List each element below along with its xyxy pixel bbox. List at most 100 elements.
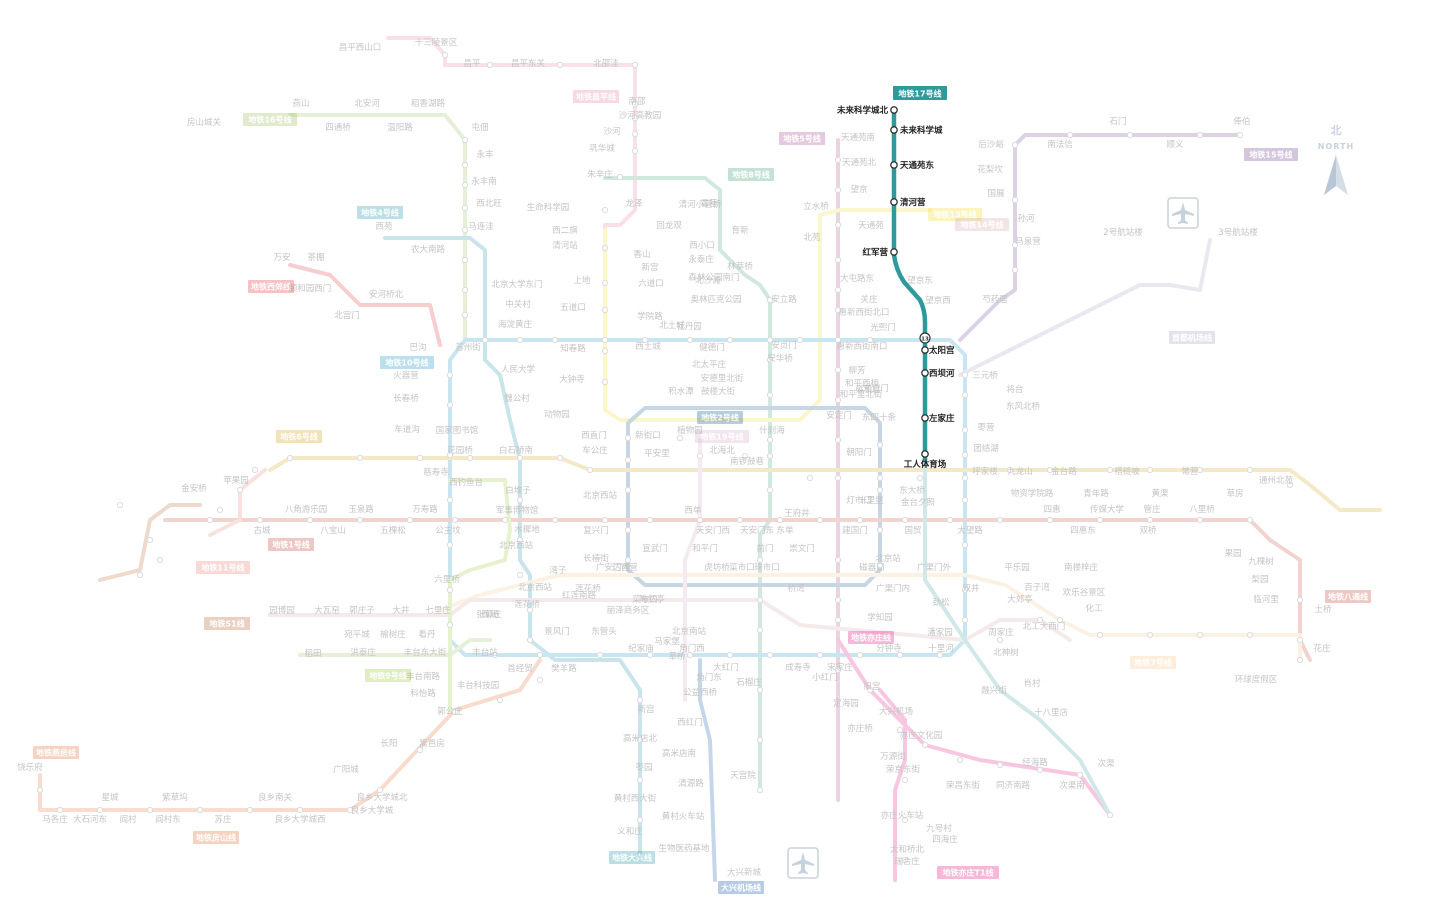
station-label: 北苑: [803, 232, 821, 243]
station-label: 六道口: [638, 278, 664, 289]
station-label: 良乡南关: [258, 792, 293, 803]
line-17-station[interactable]: 红军营: [862, 247, 898, 258]
line-14: [268, 598, 1072, 642]
station-label: 上地: [573, 275, 591, 286]
station-label: 景风门: [544, 626, 570, 637]
station-dot: [1106, 811, 1114, 819]
station-dot: [601, 244, 609, 252]
station-label: 六里桥: [434, 574, 460, 585]
station-label: 清河营: [900, 197, 926, 208]
line-15: [958, 133, 1242, 342]
station-label: 郭公庄: [437, 706, 463, 717]
line-17-station[interactable]: 工人体育场: [904, 450, 947, 470]
station-label: 立水桥: [803, 201, 829, 212]
station-dot: [501, 516, 509, 524]
station-label: 长椿街: [583, 553, 609, 564]
station-label: 大兴新城: [727, 867, 762, 878]
station-dot: [766, 452, 774, 460]
station-label: 北京南站: [672, 626, 707, 637]
highlighted-line-17[interactable]: 地铁17号线 未来科学城北未来科学城天通苑东清河营红军营太阳宫西坝河左家庄工人体…: [836, 86, 955, 470]
line-17-station[interactable]: 天通苑东: [890, 160, 935, 171]
station-label: 十里河: [928, 643, 954, 654]
station-dot: [1076, 771, 1084, 779]
station-dot[interactable]: [890, 106, 898, 114]
station-label: 稻香湖路: [411, 98, 446, 109]
station-dot: [586, 466, 594, 474]
station-label: 和平门: [692, 543, 718, 554]
station-dot: [601, 279, 609, 287]
station-dot[interactable]: [890, 126, 898, 134]
line-17-station[interactable]: 未来科学城: [890, 125, 943, 136]
line-tag-text: 地铁八通线: [1328, 592, 1368, 602]
station-label: 东四十条: [862, 412, 897, 423]
line-tag: 地铁11号线: [196, 561, 250, 574]
line-tag-text: 地铁9号线: [369, 671, 407, 681]
station-label: 菜市口: [729, 562, 755, 573]
station-label: 丰台东大街: [404, 647, 447, 658]
station-label: 菜市口: [632, 594, 658, 605]
line-tags: 地铁16号线地铁昌平线地铁5号线地铁8号线地铁4号线地铁西郊线地铁10号线地铁1…: [33, 90, 1371, 894]
station-dot[interactable]: [890, 198, 898, 206]
line-tag-text: 地铁4号线: [361, 208, 399, 218]
line-tag-text: 地铁5号线: [783, 134, 821, 144]
station-dot: [766, 436, 774, 444]
station-label: 朝阳门: [846, 447, 872, 458]
station-label: 虎坊桥: [704, 562, 730, 573]
line-17-station[interactable]: 太阳宫: [921, 345, 955, 356]
station-label: 光熙门: [870, 322, 896, 333]
station-label: 西苑: [375, 221, 393, 232]
line-17-station[interactable]: 清河营: [890, 197, 926, 208]
station-label: 燕山: [292, 98, 309, 109]
line-daxing-airport: [698, 658, 717, 882]
station-dot: [766, 651, 774, 659]
station-dot: [726, 651, 734, 659]
station-label: 欢乐谷景区: [1063, 587, 1106, 598]
station-dot: [1146, 631, 1154, 639]
station-label: 良乡大学城北: [356, 792, 408, 803]
station-dot[interactable]: [921, 414, 929, 422]
station-label: 宛平城: [344, 629, 370, 640]
line-tag-text: 地铁16号线: [248, 115, 291, 125]
station-dot: [306, 516, 314, 524]
station-dot: [1011, 241, 1019, 249]
station-label: 万源街: [880, 751, 906, 762]
station-label: 四海庄: [932, 834, 958, 845]
station-dot: [766, 296, 774, 304]
station-dot[interactable]: [921, 450, 929, 458]
station-dot: [536, 676, 544, 684]
transfer-station-badge[interactable]: 13: [919, 332, 931, 344]
line-17-station[interactable]: 西坝河: [921, 368, 955, 379]
station-dot: [146, 536, 154, 544]
station-dot: [416, 454, 424, 462]
line-tag-text: 地铁7号线: [1134, 658, 1172, 668]
station-dot: [834, 366, 842, 374]
station-label: 陶然亭: [639, 594, 665, 605]
station-dot[interactable]: [890, 248, 898, 256]
station-dot[interactable]: [921, 369, 929, 377]
station-dot[interactable]: [890, 161, 898, 169]
line-tag: 地铁昌平线: [573, 90, 619, 103]
station-label: 3号航站楼: [1218, 227, 1258, 238]
line-tag: 地铁16号线: [243, 113, 297, 126]
station-label: 成寿寺: [785, 662, 811, 673]
station-label: 宋家庄: [827, 662, 853, 673]
station-dot: [206, 516, 214, 524]
station-label: 望京西: [925, 295, 951, 306]
station-dot[interactable]: [921, 346, 929, 354]
line-tag: 地铁14号线: [955, 218, 1009, 231]
station-dot: [834, 256, 842, 264]
station-label: 广渠门内: [876, 583, 910, 594]
station-label: 马泉营: [1015, 236, 1041, 247]
line-17-station[interactable]: 未来科学城北: [836, 105, 898, 116]
station-label: 红军营: [862, 247, 888, 258]
station-dot: [631, 61, 639, 69]
line-tag-text: 首都机场线: [1172, 333, 1212, 343]
station-label: 慈寿寺: [423, 467, 449, 478]
line-tag: 地铁房山线: [193, 831, 239, 844]
line-17-station[interactable]: 左家庄: [921, 413, 955, 424]
station-dot: [1296, 656, 1304, 664]
station-dot: [1196, 466, 1204, 474]
line-17-tag[interactable]: 地铁17号线: [893, 86, 947, 100]
station-dot: [766, 336, 774, 344]
station-label: 石门: [1109, 116, 1126, 127]
